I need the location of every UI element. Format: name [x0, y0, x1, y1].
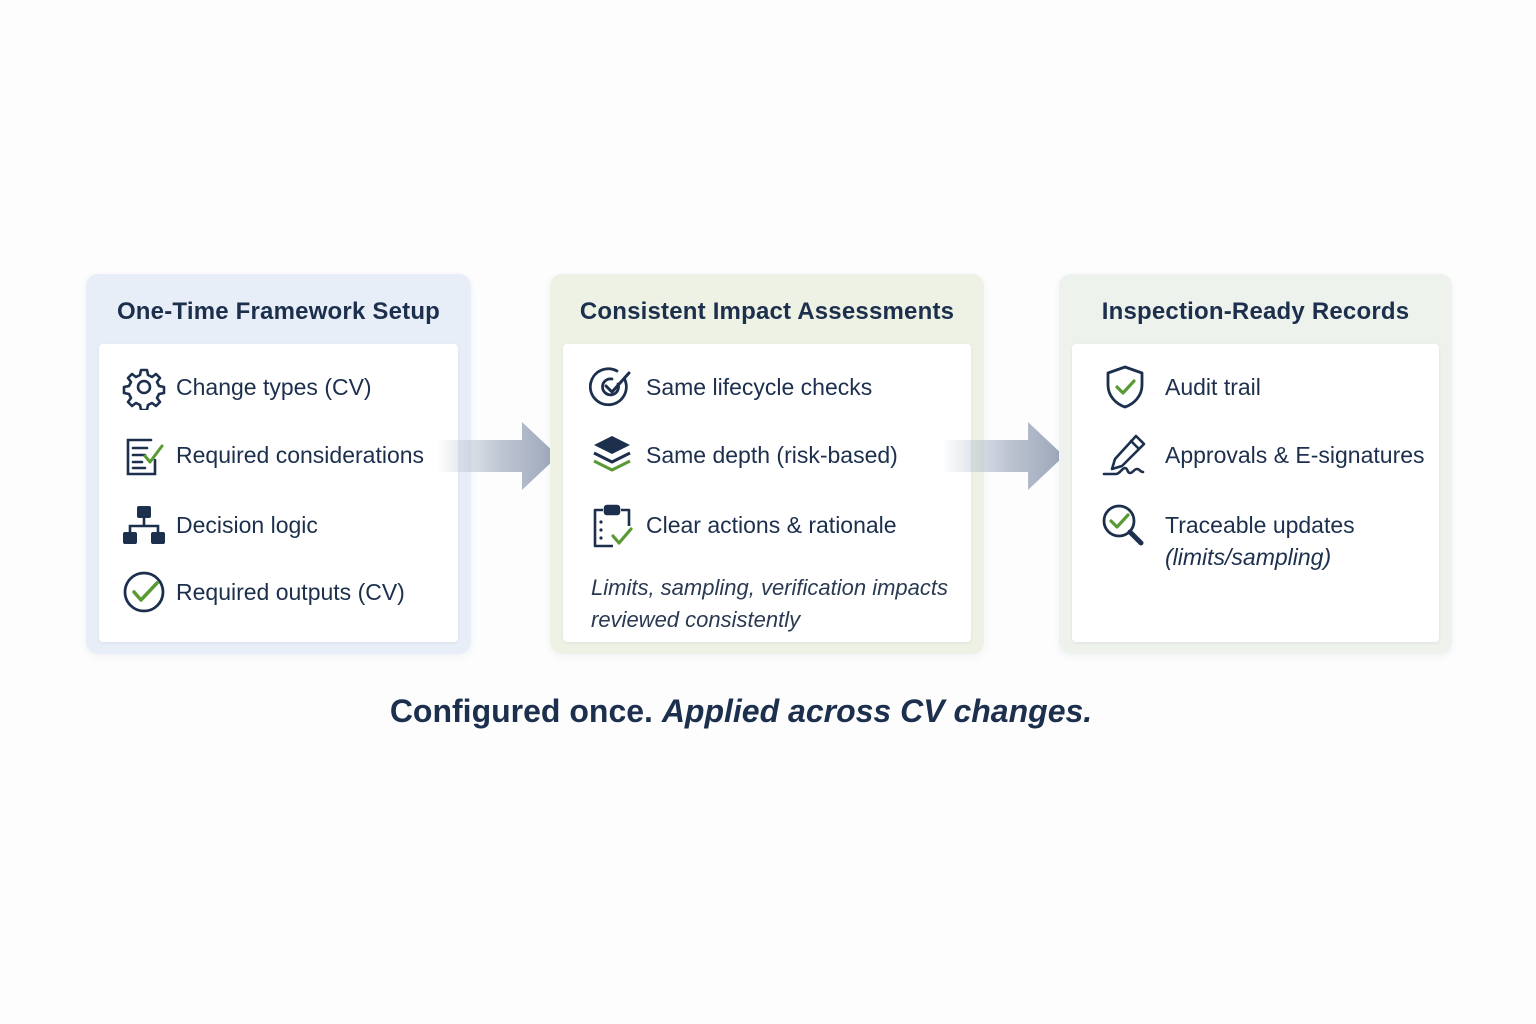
- footer-part2: Applied across CV changes.: [661, 693, 1093, 729]
- shield-check-icon: [1102, 364, 1148, 410]
- footer-part1: Configured once.: [389, 693, 653, 729]
- item-label: Audit trail: [1165, 374, 1261, 400]
- pen-signature-icon: [1100, 432, 1162, 478]
- item-label: Same lifecycle checks: [646, 374, 873, 400]
- clipboard-check-icon: [589, 502, 635, 548]
- item-label: Approvals & E-signatures: [1165, 442, 1425, 468]
- item-label: Required outputs (CV): [176, 579, 405, 605]
- check-circle-icon: [121, 569, 167, 615]
- gear-icon: [121, 364, 167, 410]
- arrow-right-icon: [942, 422, 1064, 490]
- layers-icon: [589, 432, 635, 478]
- item-label: Required considerations: [176, 442, 425, 468]
- checklist-icon: [121, 432, 167, 478]
- panel-card: Audit trail Approvals & E-signatures Tra…: [1072, 344, 1439, 642]
- target-check-icon: [589, 364, 635, 410]
- arrow-right-icon: [436, 422, 558, 490]
- item-label: Change types (CV): [176, 374, 372, 400]
- item-label: Decision logic: [176, 512, 318, 538]
- panel-title: Consistent Impact Assessments: [579, 298, 955, 325]
- assessment-note: Limits, sampling, verification impacts r…: [591, 575, 949, 632]
- framework-setup-panel: One-Time Framework Setup Change types (C…: [86, 274, 471, 654]
- impact-assessments-panel: Consistent Impact Assessments Same lifec…: [550, 274, 984, 654]
- footer-tagline: Configured once. Applied across CV chang…: [0, 688, 1482, 734]
- item-label-sub: (limits/sampling): [1165, 544, 1332, 570]
- magnifier-check-icon: [1100, 502, 1146, 548]
- panel-card: Same lifecycle checks Same depth (risk-b…: [563, 344, 971, 642]
- panel-card: Change types (CV) Required consideration…: [99, 344, 458, 642]
- panel-title: One-Time Framework Setup: [116, 298, 441, 325]
- item-label: Traceable updates (limits/sampling): [1165, 509, 1435, 573]
- item-label: Clear actions & rationale: [646, 512, 897, 538]
- hierarchy-icon: [121, 502, 167, 548]
- item-label: Same depth (risk-based): [646, 442, 898, 468]
- inspection-records-panel: Inspection-Ready Records Audit trail App…: [1059, 274, 1452, 654]
- panel-title: Inspection-Ready Records: [1101, 298, 1410, 325]
- item-label-main: Traceable updates: [1165, 512, 1355, 538]
